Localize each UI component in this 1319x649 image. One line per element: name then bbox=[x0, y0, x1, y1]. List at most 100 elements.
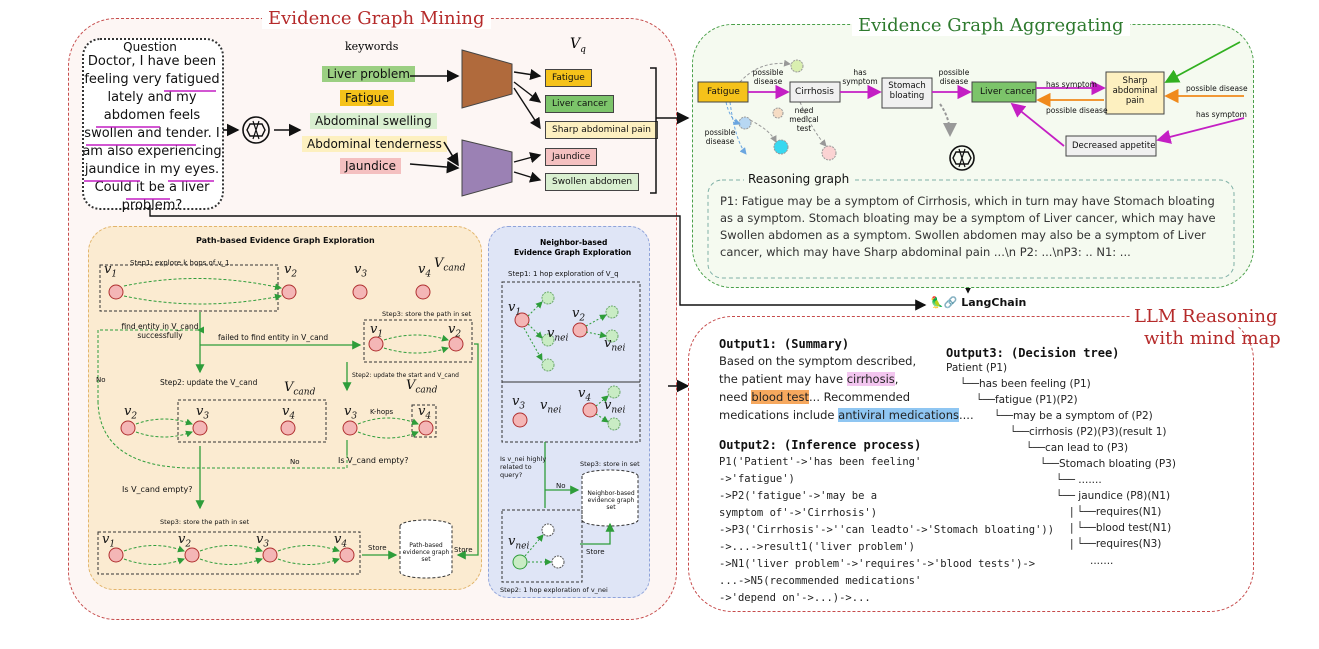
question-line: Could it be a liver bbox=[94, 180, 210, 195]
vcand-label: Vcand bbox=[406, 378, 438, 396]
khops-label: K-hops bbox=[370, 408, 394, 416]
no-label: No bbox=[96, 376, 106, 384]
v2-label: v2 bbox=[124, 404, 138, 422]
edge-has-symptom: has symptom bbox=[1046, 80, 1097, 89]
v3-label: v3 bbox=[256, 532, 270, 550]
agg-node-liver-cancer: Liver cancer bbox=[980, 87, 1036, 97]
output1-line: need blood test... Recommended bbox=[719, 390, 910, 404]
question-line: Doctor, I have been bbox=[87, 54, 217, 69]
question-line: lately and my bbox=[107, 90, 197, 105]
step3-bottom-label: Step3: store the path in set bbox=[160, 518, 250, 526]
entity-liver-cancer: Liver cancer bbox=[545, 95, 615, 113]
step2-update-label: Step2: update the V_cand bbox=[160, 378, 258, 387]
vcand-label: Vcand bbox=[434, 256, 466, 274]
neighbor-db-label: Neighbor-based evidence graph set bbox=[587, 490, 635, 511]
langchain-label: LangChain bbox=[961, 296, 1027, 309]
tree-line: └──cirrhosis (P2)(P3)(result 1) bbox=[1010, 426, 1167, 438]
v2-label: v2 bbox=[572, 306, 586, 324]
hm-label: HM bbox=[474, 73, 496, 92]
vnei-label: vnei bbox=[547, 326, 569, 344]
store-label: Store bbox=[454, 546, 473, 554]
vnei-label: vnei bbox=[604, 398, 626, 416]
output1-text: Based on the symptom described, the pati… bbox=[719, 352, 979, 424]
reasoning-graph-label: Reasoning graph bbox=[744, 172, 854, 186]
tree-line: └──may be a symptom of (P2) bbox=[994, 410, 1153, 422]
agg-node-stomach: Stomach bloating bbox=[888, 81, 926, 101]
reasoning-title-line2: with mind map bbox=[1144, 328, 1281, 349]
question-text: Doctor, I have been feeling very fatigue… bbox=[82, 53, 222, 215]
v1-label: v1 bbox=[370, 322, 384, 340]
edge-possible-disease: possible disease bbox=[752, 68, 784, 86]
keywords-header: keywords bbox=[345, 40, 399, 53]
v4-label: v4 bbox=[418, 404, 432, 422]
agg-node-decreased: Decreased appetite bbox=[1072, 141, 1156, 151]
tree-line: | └──requires(N1) bbox=[1070, 506, 1162, 518]
question-header: Question bbox=[123, 40, 177, 54]
output2-line: ->P2('fatigue'->'may be a bbox=[719, 490, 878, 502]
empty-question-right: Is V_cand empty? bbox=[338, 456, 409, 465]
output2-title: Output2: (Inference process) bbox=[719, 438, 922, 452]
v2-label: v2 bbox=[178, 532, 192, 550]
empty-question-left: Is V_cand empty? bbox=[122, 485, 193, 494]
agg-node-fatigue: Fatigue bbox=[707, 87, 740, 97]
tree-line: └── jaundice (P8)(N1) bbox=[1056, 490, 1171, 502]
question-line: am also experiencing bbox=[82, 144, 222, 159]
tree-line: | └──requires(N3) bbox=[1070, 538, 1162, 550]
store-label: Store bbox=[368, 544, 387, 552]
entity-fatigue: Fatigue bbox=[545, 69, 592, 87]
v2-label: v2 bbox=[284, 262, 298, 280]
tree-line: └──can lead to (P3) bbox=[1026, 442, 1129, 454]
edge-possible-disease: possible disease bbox=[704, 128, 736, 146]
keyword-liver-problem: Liver problem bbox=[322, 66, 415, 82]
mining-title: Evidence Graph Mining bbox=[262, 8, 491, 29]
store-label: Store bbox=[586, 548, 605, 556]
edge-possible-disease: possible disease bbox=[1046, 106, 1108, 115]
parrot-icon: 🦜 bbox=[930, 296, 944, 309]
output2-line: ->'fatigue') bbox=[719, 473, 795, 485]
v3-label: v3 bbox=[344, 404, 358, 422]
neighbor-step3-label: Step3: store in set bbox=[580, 460, 640, 468]
tree-line: | └──blood test(N1) bbox=[1070, 522, 1172, 534]
no-label: No bbox=[290, 458, 300, 466]
edge-need-test: need medical test bbox=[789, 106, 819, 133]
step1-label: Step1: explore k hops of v_1 bbox=[130, 259, 230, 267]
question-line: feeling very fatigued bbox=[84, 72, 220, 87]
no-label: No bbox=[556, 482, 566, 490]
v1-label: v1 bbox=[102, 532, 116, 550]
output1-line: the patient may have cirrhosis, bbox=[719, 372, 899, 386]
related-question: Is v_nei highly related to query? bbox=[500, 455, 547, 479]
vnei-label: vnei bbox=[540, 398, 562, 416]
vq-label: Vq bbox=[570, 36, 586, 55]
edge-has-symptom: has symptom bbox=[842, 68, 878, 86]
v4-label: v4 bbox=[418, 262, 432, 280]
output2-text: P1('Patient'->'has been feeling' ->'fati… bbox=[719, 454, 1059, 607]
chain-link-icon: 🔗 bbox=[943, 296, 958, 309]
output1-line: Based on the symptom described, bbox=[719, 354, 917, 368]
reasoning-title-line1: LLM Reasoning bbox=[1130, 306, 1282, 327]
keyword-abdominal-tenderness: Abdominal tenderness bbox=[302, 136, 447, 152]
neighbor-step2-label: Step2: 1 hop exploration of v_nei bbox=[500, 586, 608, 594]
vnei-label: vnei bbox=[508, 534, 530, 552]
entity-sharp-abdominal-pain: Sharp abdominal pain bbox=[545, 121, 658, 139]
question-line: swollen and tender. I bbox=[84, 126, 220, 141]
output1-title: Output1: (Summary) bbox=[719, 337, 850, 351]
hg-label: HG bbox=[476, 158, 496, 177]
path-based-title: Path-based Evidence Graph Exploration bbox=[196, 236, 375, 245]
reasoning-graph-text: P1: Fatigue may be a symptom of Cirrhosi… bbox=[720, 194, 1216, 259]
tree-line: └──Stomach bloating (P3) bbox=[1040, 458, 1176, 470]
question-line: abdomen feels bbox=[103, 108, 201, 123]
neighbor-title-line2: Evidence Graph Exploration bbox=[514, 248, 632, 257]
output2-line: ->...->result1('liver problem') bbox=[719, 541, 915, 553]
edge-possible-disease: possible disease bbox=[1186, 84, 1248, 93]
output2-line: P1('Patient'->'has been feeling' bbox=[719, 456, 922, 468]
keyword-fatigue: Fatigue bbox=[340, 90, 394, 106]
output2-line: ->N1('liver problem'->'requires'->'blood… bbox=[719, 558, 1036, 570]
v3-label: v3 bbox=[354, 262, 368, 280]
vnei-label: vnei bbox=[604, 336, 626, 354]
v4-label: v4 bbox=[578, 386, 592, 404]
keyword-abdominal-swelling: Abdominal swelling bbox=[310, 113, 437, 129]
step2-update-both-label: Step2: update the start and V_cand bbox=[352, 372, 459, 379]
v4-label: v4 bbox=[334, 532, 348, 550]
keyword-jaundice: Jaundice bbox=[340, 158, 402, 174]
